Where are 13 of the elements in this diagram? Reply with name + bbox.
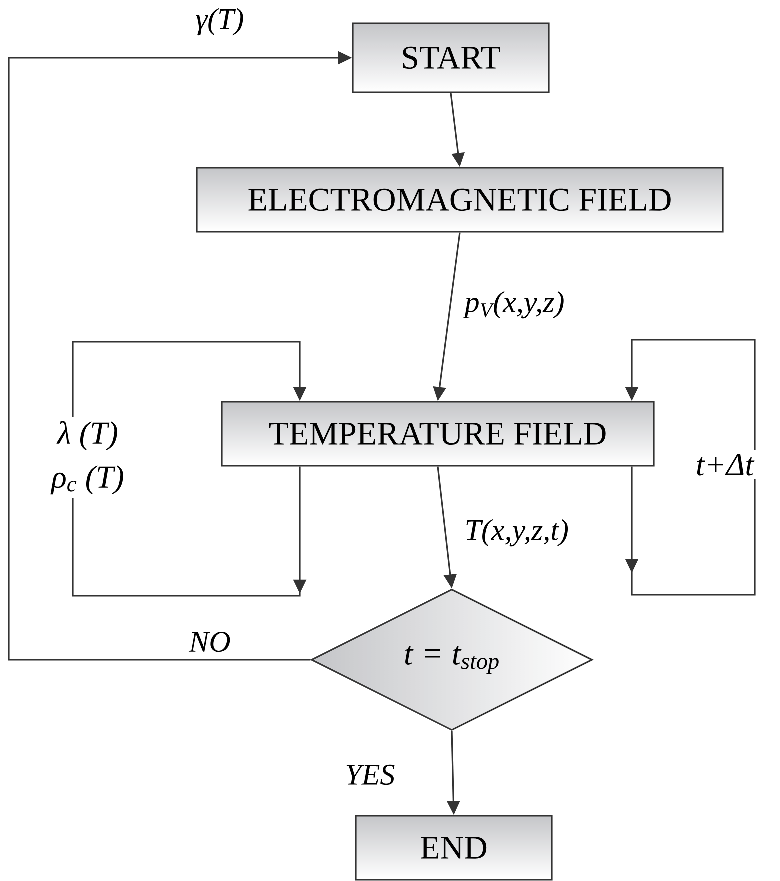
process-box: TEMPERATURE FIELD: [221, 401, 655, 467]
loop-label: λ (T) ρ$_{c}$ (T): [50, 421, 124, 495]
edge-label: T(x,y,z,t): [466, 519, 568, 547]
loop-label: γ(T): [196, 8, 244, 36]
process-box: END: [355, 815, 553, 881]
process-box: ELECTROMAGNETIC FIELD: [196, 167, 724, 233]
loop-label: t+Δt: [697, 454, 755, 476]
arrow: [72, 466, 307, 597]
edge-label: p$_{V}$(x,y,z): [463, 291, 564, 319]
edge-label: NO: [188, 632, 230, 652]
arrow: [72, 341, 307, 418]
process-box: START: [352, 22, 550, 94]
edge-label: YES: [346, 764, 395, 786]
